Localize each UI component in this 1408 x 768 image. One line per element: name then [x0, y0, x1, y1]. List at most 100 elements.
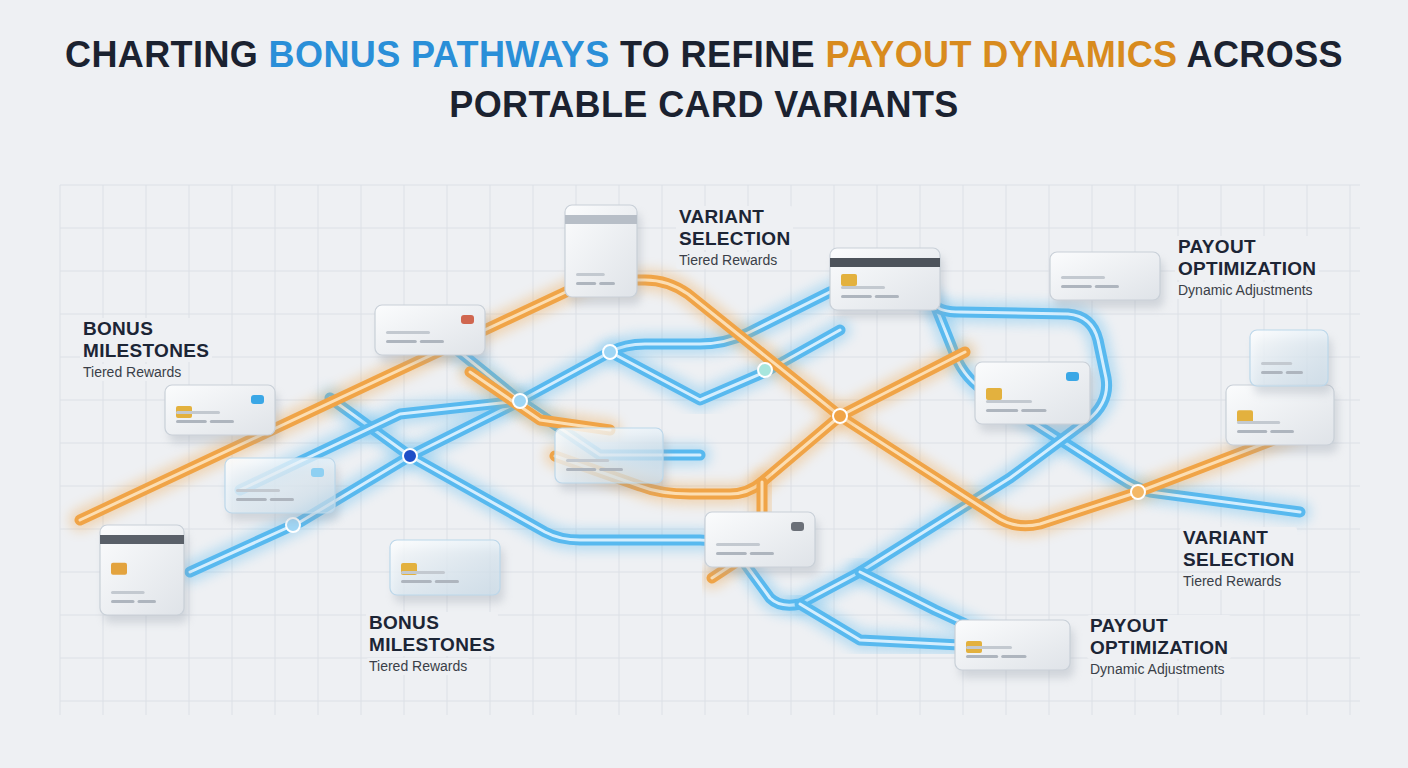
- card-line: [386, 340, 417, 343]
- path-glow: [330, 305, 1107, 605]
- card-line: [1237, 421, 1280, 424]
- card-line: [420, 340, 444, 343]
- card-line: [401, 580, 432, 583]
- section-heading: BONUS MILESTONES: [80, 318, 212, 362]
- grid-line: [533, 185, 534, 715]
- card-chip: [841, 274, 857, 286]
- card-icon: [975, 362, 1094, 432]
- card-stripe: [830, 258, 940, 267]
- path-glow: [80, 280, 1300, 526]
- card-icon: [555, 428, 667, 491]
- card-line: [1270, 430, 1294, 433]
- section-subtitle: Tiered Rewards: [80, 364, 184, 381]
- path-core: [330, 305, 1107, 605]
- card-line: [841, 286, 885, 289]
- card-body: [565, 205, 637, 297]
- card-icon: [830, 248, 944, 318]
- card-line: [1061, 276, 1105, 279]
- junction-dot: [513, 394, 527, 408]
- junction-dot: [758, 363, 772, 377]
- card-line: [386, 331, 430, 334]
- card-icon: [1250, 330, 1332, 394]
- card-body: [1050, 252, 1160, 300]
- card-icon: [565, 205, 641, 305]
- path-tube: [470, 372, 610, 430]
- card-body: [975, 362, 1090, 424]
- title-word: TO: [620, 34, 670, 75]
- section-heading: BONUS MILESTONES: [366, 612, 498, 656]
- title-word: PORTABLE: [449, 84, 648, 125]
- title-word: PAYOUT: [825, 34, 971, 75]
- grid-line: [60, 357, 1360, 358]
- card-line: [401, 571, 445, 574]
- card-icon: [225, 458, 339, 521]
- card-icon: [390, 540, 504, 603]
- section-subtitle: Tiered Rewards: [1180, 573, 1284, 590]
- title-word: CARD: [658, 84, 764, 125]
- title: CHARTING BONUS PATHWAYS TO REFINE PAYOUT…: [19, 30, 1389, 130]
- card-line: [1261, 362, 1292, 365]
- card-body: [705, 512, 815, 567]
- card-body: [375, 305, 485, 355]
- card-icon: [100, 525, 188, 623]
- grid-line: [361, 185, 362, 715]
- card-line: [986, 409, 1018, 412]
- path-core: [470, 372, 610, 430]
- card-line: [1261, 371, 1283, 374]
- card-line: [176, 420, 207, 423]
- section-heading: PAYOUT OPTIMIZATION: [1175, 236, 1319, 280]
- card-line: [1286, 371, 1303, 374]
- card-line: [966, 655, 998, 658]
- title-word: VARIANTS: [774, 84, 959, 125]
- card-chip: [1237, 410, 1253, 422]
- section-heading: PAYOUT OPTIMIZATION: [1087, 615, 1231, 659]
- junction-dot: [403, 449, 417, 463]
- card-dot: [791, 522, 804, 531]
- card-body: [165, 385, 275, 435]
- card-line: [236, 498, 267, 501]
- pathways: [80, 280, 1300, 645]
- section-heading: VARIANT SELECTION: [676, 206, 793, 250]
- card-body: [225, 458, 335, 513]
- title-word: CHARTING: [65, 34, 258, 75]
- card-line: [111, 591, 145, 594]
- title-word: BONUS: [269, 34, 401, 75]
- title-word: PATHWAYS: [411, 34, 610, 75]
- card-dot: [311, 468, 324, 477]
- card-line: [966, 646, 1012, 649]
- title-word: ACROSS: [1187, 34, 1343, 75]
- card-stripe: [100, 535, 184, 544]
- title-word: REFINE: [681, 34, 815, 75]
- card-line: [986, 400, 1032, 403]
- path-glow: [470, 372, 610, 430]
- card-line: [599, 468, 623, 471]
- card-line: [210, 420, 234, 423]
- card-line: [576, 273, 605, 276]
- card-line: [111, 600, 135, 603]
- card-line: [716, 552, 747, 555]
- card-line: [566, 459, 609, 462]
- section-subtitle: Dynamic Adjustments: [1175, 282, 1316, 299]
- grid-line: [60, 185, 61, 715]
- card-body: [1250, 330, 1328, 386]
- card-stripe: [565, 215, 637, 224]
- junction-dot: [833, 409, 847, 423]
- card-line: [1095, 285, 1119, 288]
- card-icon: [375, 305, 489, 363]
- card-line: [841, 295, 872, 298]
- card-icon: [955, 620, 1074, 678]
- card-line: [1001, 655, 1026, 658]
- card-line: [1237, 430, 1267, 433]
- grid-line: [189, 185, 190, 715]
- card-line: [566, 468, 596, 471]
- card-dot: [1066, 372, 1079, 381]
- card-line: [236, 489, 280, 492]
- card-icon: [705, 512, 819, 575]
- card-body: [555, 428, 663, 483]
- card-body: [100, 525, 184, 615]
- section-subtitle: Tiered Rewards: [366, 658, 470, 675]
- path-tube: [330, 305, 1107, 605]
- card-dot: [251, 395, 264, 404]
- grid-line: [275, 185, 276, 715]
- card-chip: [111, 563, 127, 575]
